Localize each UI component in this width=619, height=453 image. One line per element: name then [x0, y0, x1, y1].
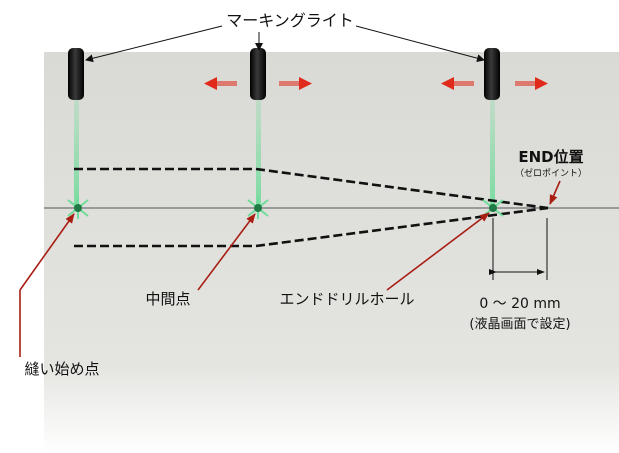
move-arrow-left-icon — [204, 77, 237, 90]
marking-light-label: マーキングライト — [226, 11, 354, 30]
move-arrow-right-icon — [279, 77, 312, 90]
leader-line — [549, 180, 561, 205]
middle-point-label: 中間点 — [145, 290, 190, 308]
range-label: 0 ～ 20 mm — [479, 296, 560, 312]
leader-line — [355, 25, 485, 63]
leader-line — [386, 212, 490, 291]
zero-point-label: （ゼロポイント） — [515, 167, 587, 179]
leader-line — [197, 213, 256, 291]
laser-beam-3 — [490, 100, 495, 208]
move-arrow-left-icon — [441, 77, 474, 90]
laser-beam-2 — [256, 100, 261, 208]
laser-beam-1 — [74, 100, 79, 208]
stitch-line-lower — [74, 206, 549, 248]
end-drill-hole-label: エンドドリルホール — [279, 290, 414, 308]
fabric-panel — [44, 52, 619, 453]
sewing-start-point-label: 縫い始め点 — [24, 360, 99, 378]
marking-light-1 — [68, 48, 84, 100]
end-position-label: END位置 — [518, 148, 583, 166]
stitch-line-upper — [74, 167, 549, 210]
marking-light-2 — [250, 48, 266, 100]
leader-line — [19, 213, 75, 291]
marking-light-3 — [484, 48, 500, 100]
laser-spot-2 — [247, 197, 269, 219]
move-arrow-right-icon — [515, 77, 548, 90]
range-note-label: (液晶画面で設定) — [469, 316, 570, 332]
laser-spot-1 — [67, 197, 89, 219]
leader-line — [85, 25, 223, 63]
